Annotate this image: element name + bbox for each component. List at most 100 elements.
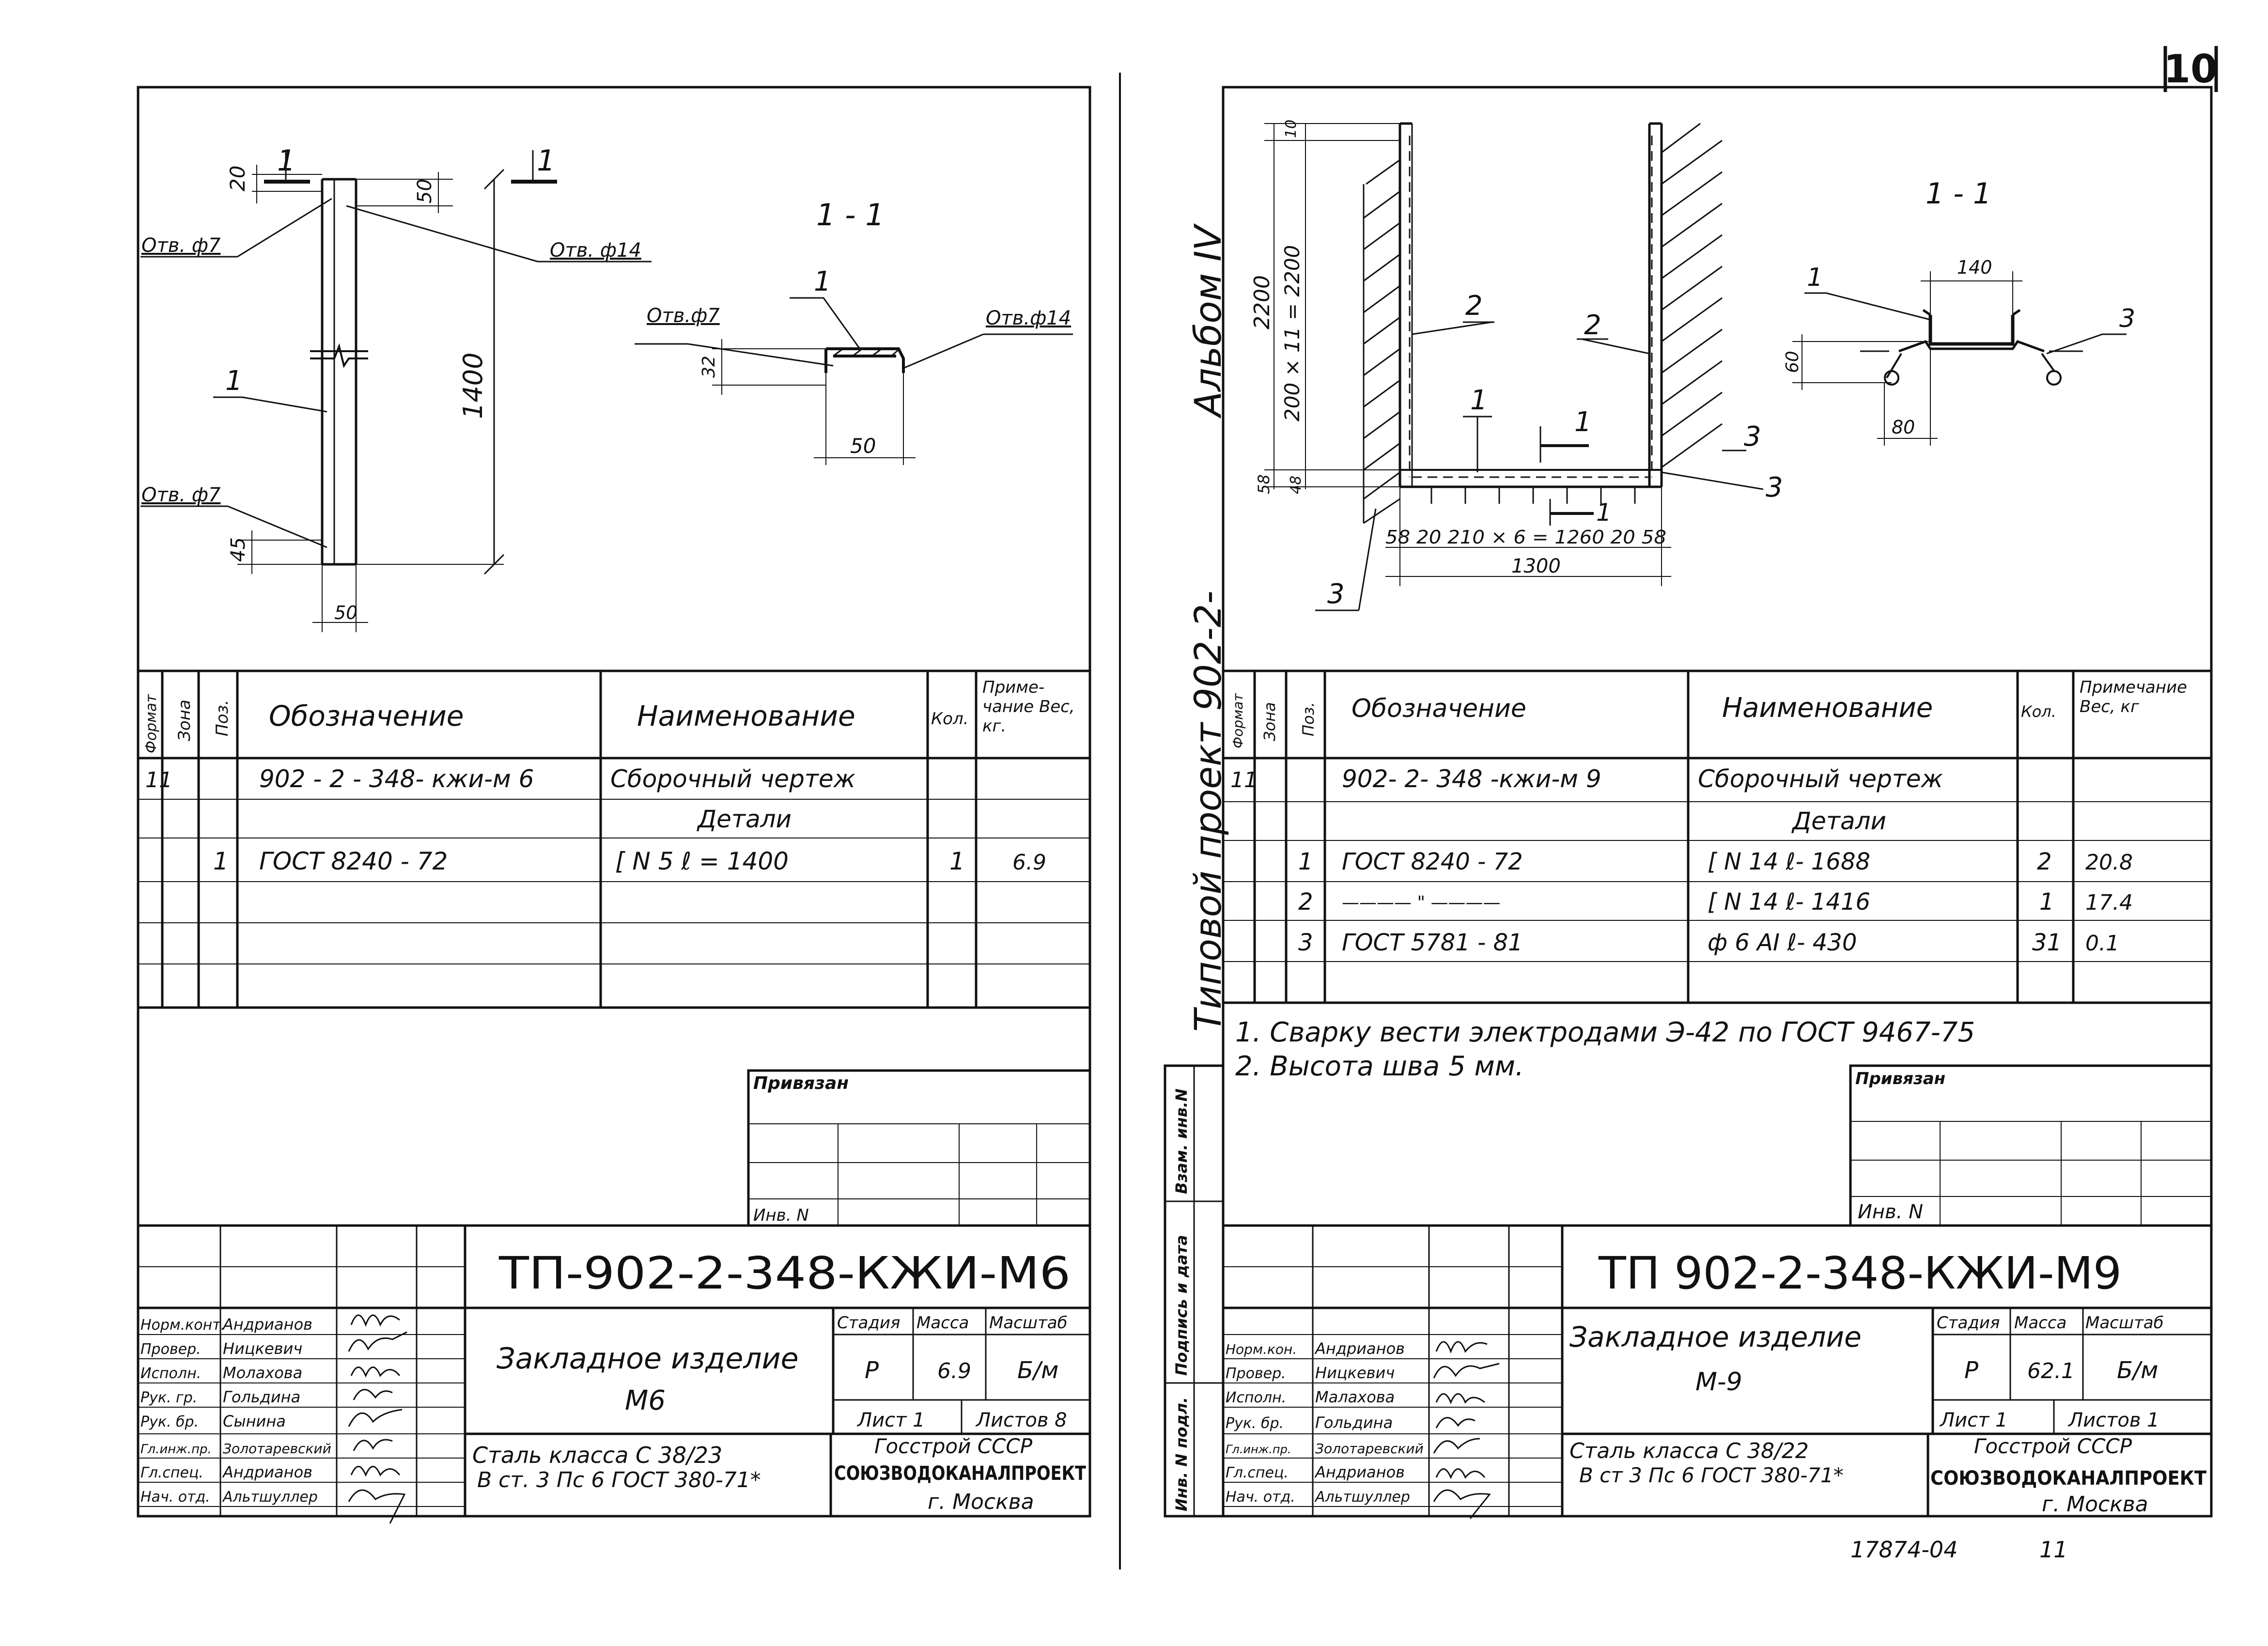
right-stage-header: Стадия — [1937, 1313, 2000, 1333]
left-hdr-format: Формат — [143, 694, 160, 753]
right-pos3-b: 3 — [1766, 472, 1783, 503]
right-dim-1300: 1300 — [1511, 555, 1561, 577]
left-hdr-designation: Обозначение — [269, 699, 464, 732]
left-sec-hole7: Отв.ф7 — [647, 305, 720, 327]
svg-text:Детали: Детали — [697, 805, 792, 833]
right-section-drawing: 1 - 1 1 3 140 60 — [1783, 177, 2135, 446]
right-spec-row-4: 2 ———— " ———— [ N 14 ℓ- 1416 1 17.4 — [1298, 888, 2133, 916]
left-stage-header: Стадия — [837, 1313, 900, 1333]
right-section-title: 1 - 1 — [1926, 177, 1991, 211]
left-staff-list: Норм.конт. Андрианов Провер. Ницкевич Ис… — [140, 1315, 331, 1506]
left-hdr-pos: Поз. — [213, 700, 232, 736]
right-hdr-format: Формат — [1230, 693, 1246, 748]
svg-text:Нач. отд.: Нач. отд. — [1226, 1489, 1295, 1506]
right-hdr-pos: Поз. — [1299, 702, 1318, 736]
left-sec-pos1: 1 — [814, 266, 831, 297]
svg-text:1: 1 — [213, 847, 229, 875]
right-sec-dim-140: 140 — [1957, 257, 1992, 278]
svg-text:[ N 14 ℓ- 1416: [ N 14 ℓ- 1416 — [1708, 888, 1870, 916]
right-dim-10: 10 — [1283, 120, 1300, 138]
left-hdr-note: Приме-чание Вес, кг. — [982, 678, 1075, 736]
left-mass-header: Масса — [917, 1313, 969, 1333]
right-material-line1: Сталь класса С 38/22 — [1569, 1439, 1809, 1463]
bottom-sheet-number: 11 — [2039, 1537, 2068, 1563]
left-hdr-name: Наименование — [637, 699, 855, 732]
svg-text:Малахова: Малахова — [1315, 1388, 1395, 1406]
svg-text:Исполн.: Исполн. — [140, 1365, 201, 1382]
right-stage-value: Р — [1964, 1357, 1978, 1384]
svg-text:1: 1 — [949, 847, 965, 875]
left-material-line1: Сталь класса С 38/23 — [472, 1442, 722, 1468]
left-dim-50-bottom: 50 — [334, 602, 357, 623]
right-privyazan-block: Привязан Инв. N — [1849, 1064, 2213, 1227]
left-spec-row-3: 1 ГОСТ 8240 - 72 [ N 5 ℓ = 1400 1 6.9 — [213, 847, 1046, 875]
svg-text:Альтшуллер: Альтшуллер — [222, 1489, 318, 1506]
right-dim-200x11: 200 × 11 = 2200 — [1280, 245, 1304, 421]
left-section-title: 1 - 1 — [816, 197, 885, 233]
left-dim-45: 45 — [227, 537, 249, 562]
right-sheet: Взам. инв.N Подпись и дата Инв. N подл. … — [1164, 86, 2213, 1519]
left-spec-table: Формат Зона Поз. Обозначение Наименовани… — [138, 669, 1090, 1009]
left-dim-20: 20 — [226, 166, 249, 191]
svg-text:Сборочный чертеж: Сборочный чертеж — [610, 765, 855, 793]
left-hdr-qty: Кол. — [931, 709, 968, 729]
svg-text:ГОСТ 8240 - 72: ГОСТ 8240 - 72 — [259, 847, 448, 875]
right-inv-label: Инв. N — [1858, 1201, 1923, 1223]
right-staff-list: Норм.кон. Андрианов Провер. Ницкевич Исп… — [1226, 1339, 1424, 1506]
right-item-code: М-9 — [1695, 1367, 1742, 1397]
vertical-album-label: Альбом IV — [1186, 223, 1229, 419]
svg-text:Рук. гр.: Рук. гр. — [140, 1389, 197, 1406]
svg-text:Сынина: Сынина — [223, 1412, 286, 1430]
svg-text:Гл.инж.пр.: Гл.инж.пр. — [140, 1442, 212, 1457]
right-hdr-name: Наименование — [1722, 692, 1933, 724]
right-sec-pos1: 1 — [1807, 263, 1823, 292]
right-hdr-designation: Обозначение — [1351, 694, 1526, 723]
right-hdr-zone: Зона — [1260, 702, 1279, 741]
svg-text:Андрианов: Андрианов — [1314, 1339, 1405, 1358]
right-frame-drawing: 1 1 2 2 1 3 3 3 — [1250, 120, 1783, 611]
right-mass-value: 62.1 — [2027, 1359, 2075, 1383]
bottom-stamp-number: 17874-04 — [1850, 1537, 1957, 1563]
left-title-block: Норм.конт. Андрианов Провер. Ницкевич Ис… — [138, 1224, 1090, 1524]
svg-text:Норм.кон.: Норм.кон. — [1226, 1341, 1297, 1357]
svg-text:1: 1 — [2039, 888, 2054, 916]
right-hatch-left — [1363, 159, 1400, 524]
right-sheets-total: Листов 1 — [2067, 1409, 2159, 1431]
right-spec-row-2: Детали — [1791, 807, 1886, 835]
svg-text:11: 11 — [1230, 768, 1258, 792]
svg-text:17.4: 17.4 — [2085, 890, 2133, 915]
right-scale-header: Масштаб — [2085, 1313, 2164, 1333]
right-pos2-left: 2 — [1465, 290, 1483, 322]
left-privyazan-label: Привязан — [753, 1073, 849, 1093]
left-section-mark-a: 1 — [277, 144, 295, 178]
svg-text:Ницкевич: Ницкевич — [1315, 1364, 1395, 1382]
right-org-line2: СОЮЗВОДОКАНАЛПРОЕКТ — [1930, 1467, 2207, 1490]
svg-text:Норм.конт.: Норм.конт. — [140, 1317, 225, 1334]
svg-text:Провер.: Провер. — [1226, 1365, 1286, 1382]
left-inv-label: Инв. N — [753, 1206, 809, 1225]
right-dim-bottom-row: 58 20 210 × 6 = 1260 20 58 — [1385, 527, 1666, 548]
right-pos2-right: 2 — [1584, 310, 1601, 341]
left-signatures — [348, 1314, 407, 1524]
svg-text:2: 2 — [1298, 888, 1313, 916]
left-stage-value: Р — [865, 1357, 879, 1384]
left-org-line1: Госстрой СССР — [874, 1434, 1033, 1458]
right-sec-pos3: 3 — [2119, 304, 2135, 333]
left-mass-value: 6.9 — [937, 1359, 971, 1383]
right-signatures — [1433, 1341, 1500, 1519]
right-sec-dim-60: 60 — [1783, 351, 1802, 373]
left-hdr-zone: Зона — [175, 699, 194, 741]
left-sec-hole14: Отв.ф14 — [986, 307, 1071, 329]
right-note-2: 2. Высота шва 5 мм. — [1235, 1051, 1524, 1082]
right-strip-repl: Взам. инв.N — [1172, 1088, 1191, 1194]
right-org-line3: г. Москва — [2042, 1492, 2148, 1517]
right-item-name: Закладное изделие — [1569, 1320, 1862, 1353]
svg-text:Рук. бр.: Рук. бр. — [1226, 1415, 1284, 1432]
right-pos1: 1 — [1470, 385, 1488, 416]
right-pos3-a: 3 — [1744, 421, 1761, 452]
right-strip-sign: Подпись и дата — [1172, 1235, 1191, 1376]
svg-text:[ N 5 ℓ = 1400: [ N 5 ℓ = 1400 — [615, 847, 789, 875]
svg-text:ф 6 АI ℓ- 430: ф 6 АI ℓ- 430 — [1708, 929, 1857, 956]
right-drawing-code: ТП 902-2-348-КЖИ-М9 — [1598, 1247, 2122, 1299]
page-number: 10 — [2163, 47, 2217, 92]
